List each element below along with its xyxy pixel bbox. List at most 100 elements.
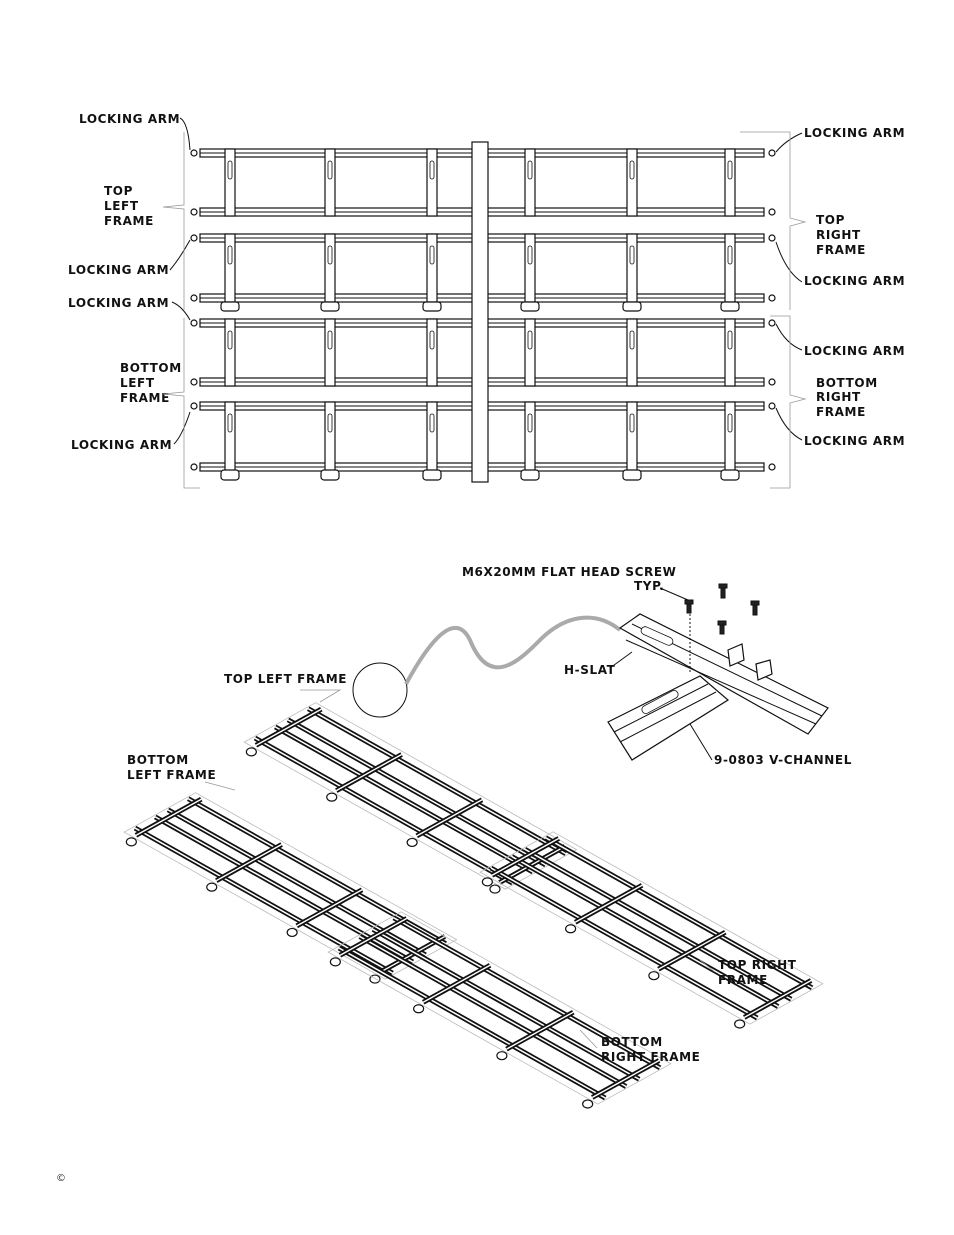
vertical-channel	[724, 318, 736, 387]
frame-outline	[327, 911, 672, 1105]
locking-arm-icon	[768, 402, 776, 410]
vertical-channel	[524, 401, 536, 472]
iso-rail-highlight	[490, 867, 758, 1019]
locking-arm-icon	[190, 378, 198, 386]
locking-arm-icon	[190, 319, 198, 327]
foot-icon	[489, 884, 501, 894]
iso-frame	[479, 831, 824, 1029]
detail-callout	[352, 615, 622, 718]
channel-slot	[227, 160, 233, 180]
vertical-channel	[224, 401, 236, 472]
iso-channel-highlight	[335, 753, 403, 792]
vertical-channel	[524, 318, 536, 387]
frame-outline	[479, 831, 824, 1025]
label-screw: M6X20MM FLAT HEAD SCREW	[462, 565, 676, 579]
channel-slot	[629, 413, 635, 433]
vertical-channel	[224, 318, 236, 387]
channel-slot	[527, 413, 533, 433]
foot-icon	[245, 747, 257, 757]
vertical-channel	[426, 233, 438, 303]
iso-channel-highlight	[658, 931, 726, 970]
foot-icon	[406, 837, 418, 848]
channel-slot	[327, 413, 333, 433]
vertical-channel	[626, 318, 638, 387]
iso-rail-highlight	[274, 726, 534, 873]
mounting-tab	[622, 469, 642, 481]
label-bottom-right-frame-3: FRAME	[816, 405, 866, 419]
channel-slot	[527, 330, 533, 350]
iso-rail-highlight	[187, 798, 447, 945]
mounting-tab	[220, 301, 240, 312]
foot-icon	[481, 877, 493, 887]
channel-slot	[327, 330, 333, 350]
mounting-tab	[622, 301, 642, 312]
foot-icon	[648, 971, 660, 981]
vertical-channel	[626, 401, 638, 472]
mounting-tab	[520, 469, 540, 481]
vertical-channel	[626, 233, 638, 303]
detail-view	[607, 583, 829, 761]
foot-icon	[326, 792, 338, 802]
locking-arm-icon	[768, 294, 776, 302]
iso-channel-highlight	[422, 964, 491, 1003]
channel-slot	[629, 245, 635, 265]
label-v-channel: 9-0803 V-CHANNEL	[714, 753, 852, 767]
iso-view-labels: M6X20MM FLAT HEAD SCREW TYP. H-SLAT 9-08…	[127, 565, 852, 1064]
channel-slot	[327, 245, 333, 265]
label-iso-bottom-left-frame-1: BOTTOM	[127, 753, 189, 767]
copyright-mark: ©	[56, 1173, 66, 1184]
iso-rail-highlight	[287, 719, 546, 866]
locking-arm-icon	[190, 294, 198, 302]
label-locking-arm-left-2: LOCKING ARM	[68, 263, 169, 277]
locking-arm-icon	[768, 378, 776, 386]
label-iso-bottom-right-frame-1: BOTTOM	[601, 1035, 663, 1049]
foot-icon	[329, 957, 341, 967]
label-iso-top-left-frame: TOP LEFT FRAME	[224, 672, 347, 686]
foot-icon	[206, 882, 218, 892]
mounting-tab	[720, 301, 740, 312]
iso-rail-highlight	[372, 928, 640, 1080]
vertical-channel	[626, 148, 638, 217]
top-view-leaders	[162, 117, 807, 489]
foot-icon	[582, 1099, 594, 1109]
vertical-channel	[224, 233, 236, 303]
mounting-tab	[422, 469, 442, 481]
vertical-channel	[724, 401, 736, 472]
mounting-tab	[720, 469, 740, 481]
foot-icon	[496, 1051, 508, 1061]
top-view-drawing	[190, 141, 776, 483]
foot-icon	[286, 927, 298, 938]
iso-rail-highlight	[359, 935, 627, 1088]
label-top-right-frame-2: RIGHT	[816, 228, 861, 242]
label-locking-arm-right-2: LOCKING ARM	[804, 274, 905, 288]
locking-arm-icon	[190, 463, 198, 471]
channel-slot	[629, 330, 635, 350]
channel-slot	[727, 245, 733, 265]
iso-channel-highlight	[215, 843, 283, 882]
iso-rail-highlight	[511, 855, 779, 1008]
iso-channel-highlight	[339, 917, 408, 956]
frame-outline	[243, 702, 578, 890]
channel-slot	[227, 245, 233, 265]
label-bottom-left-frame-1: BOTTOM	[120, 361, 182, 375]
channel-slot	[227, 330, 233, 350]
mounting-tab	[320, 301, 340, 312]
iso-channel-highlight	[506, 1011, 574, 1050]
label-locking-arm-top-left: LOCKING ARM	[79, 112, 180, 126]
iso-channel-highlight	[743, 979, 812, 1019]
iso-rail-highlight	[524, 848, 792, 1000]
label-bottom-left-frame-3: FRAME	[120, 391, 170, 405]
channel-slot	[727, 330, 733, 350]
iso-channel-highlight	[135, 798, 202, 836]
iso-channel-highlight	[491, 837, 560, 876]
iso-channel-highlight	[255, 708, 322, 746]
iso-frame	[327, 911, 672, 1109]
label-h-slat: H-SLAT	[564, 663, 616, 677]
locking-arm-icon	[768, 208, 776, 216]
channel-slot	[227, 413, 233, 433]
vertical-channel	[324, 401, 336, 472]
locking-arm-icon	[768, 463, 776, 471]
iso-channel-highlight	[296, 889, 363, 927]
label-locking-arm-left-3: LOCKING ARM	[68, 296, 169, 310]
channel-slot	[527, 245, 533, 265]
